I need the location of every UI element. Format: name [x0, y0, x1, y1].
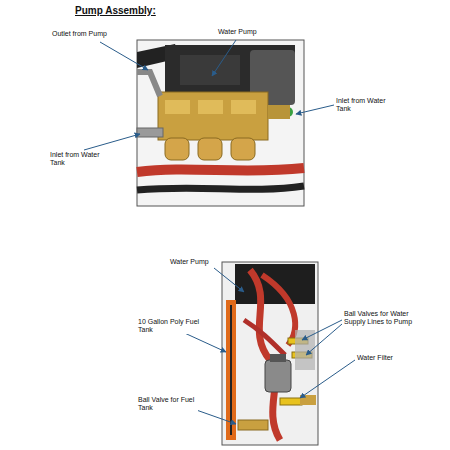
pump-photo	[137, 40, 304, 206]
callout-label: Water Filter	[357, 354, 417, 362]
callout-label: Outlet from Pump	[52, 30, 132, 38]
callout-label: Inlet from Water Tank	[336, 97, 396, 113]
tank-photo	[222, 262, 318, 445]
callout-label: Ball Valve for Fuel Tank	[138, 396, 198, 412]
leader-lines	[84, 40, 355, 424]
diagram-title: Pump Assembly:	[75, 5, 156, 17]
callout-label: Inlet from Water Tank	[50, 151, 112, 167]
callout-label: Water Pump	[218, 28, 278, 36]
callout-label: 10 Gallon Poly Fuel Tank	[138, 318, 200, 334]
callout-label: Water Pump	[170, 258, 220, 266]
callout-label: Ball Valves for Water Supply Lines to Pu…	[344, 310, 414, 326]
